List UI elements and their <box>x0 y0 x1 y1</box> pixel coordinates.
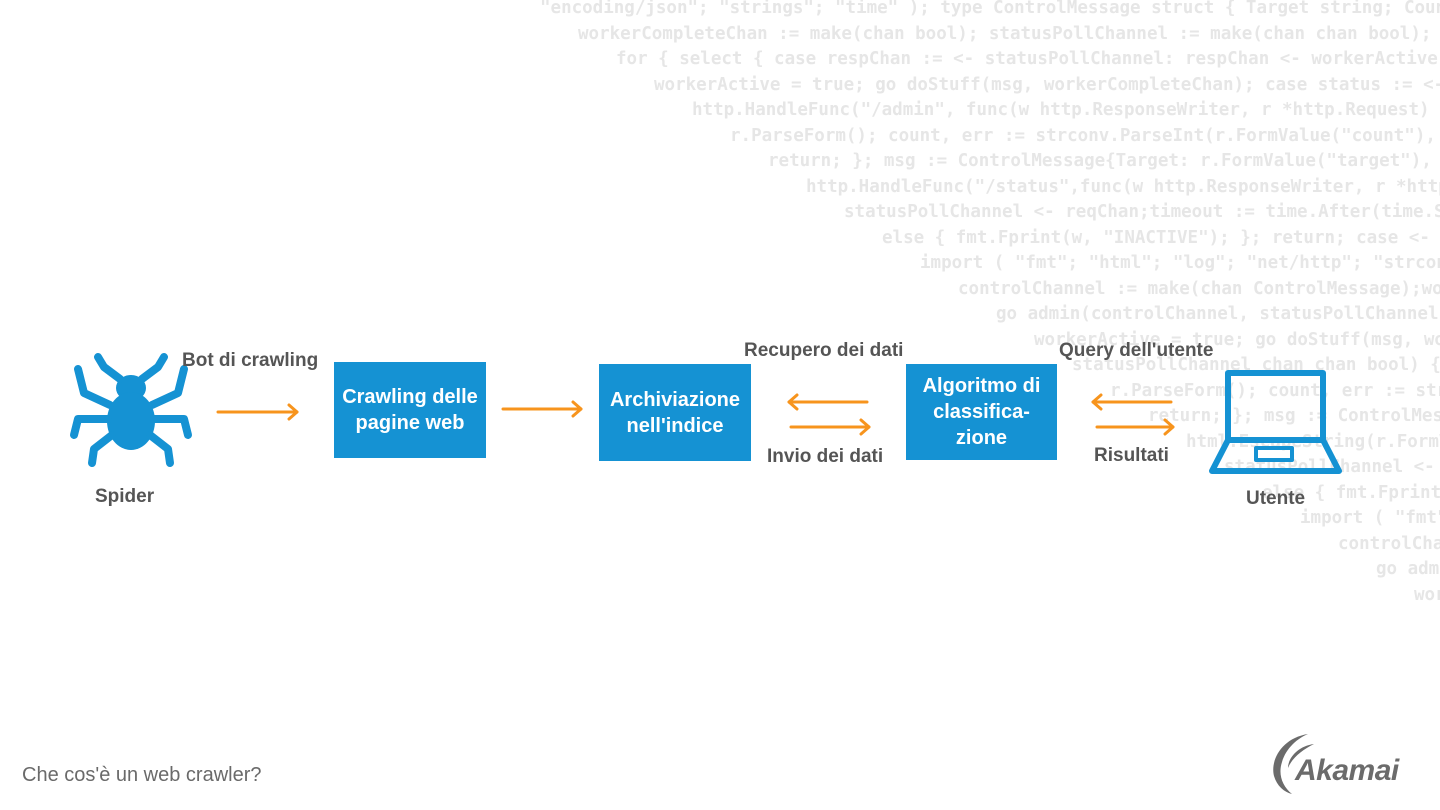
risultati-label: Risultati <box>1094 445 1169 466</box>
box-archiviazione-line-2: nell'indice <box>626 414 724 437</box>
box-archiviazione-line-1: Archiviazione <box>609 388 741 411</box>
box-crawling-pagine-web: Crawling delle pagine web <box>334 362 486 458</box>
recupero-label: Recupero dei dati <box>744 340 904 361</box>
box-algoritmo-line-1: Algoritmo di <box>922 375 1041 397</box>
akamai-logo: Akamai <box>1295 754 1399 787</box>
arrow-crawling-to-archiviazione <box>501 400 583 418</box>
box-archiviazione-indice: Archiviazione nell'indice <box>599 364 751 461</box>
arrow-risultati <box>1095 418 1175 436</box>
arrow-invio <box>789 418 871 436</box>
page-title: Che cos'è un web crawler? <box>22 764 262 786</box>
akamai-wave-icon <box>1273 734 1314 794</box>
box-algoritmo-line-3: zione <box>955 427 1008 449</box>
bot-label: Bot di crawling <box>182 350 319 371</box>
laptop-icon <box>1209 370 1342 474</box>
utente-label: Utente <box>1246 488 1306 509</box>
box-algoritmo-line-2: classifica- <box>933 401 1030 423</box>
arrow-query <box>1091 393 1173 411</box>
spider-label: Spider <box>95 486 155 507</box>
box-crawling-line-2: pagine web <box>355 412 465 434</box>
box-crawling-line-1: Crawling delle <box>342 386 478 408</box>
arrow-spider-to-crawling <box>216 403 299 421</box>
box-algoritmo-classificazione: Algoritmo di classifica-zione <box>906 364 1057 460</box>
arrow-recupero <box>787 393 869 411</box>
spider-icon <box>70 353 192 467</box>
query-label: Query dell'utente <box>1059 340 1214 361</box>
invio-label: Invio dei dati <box>767 446 884 467</box>
